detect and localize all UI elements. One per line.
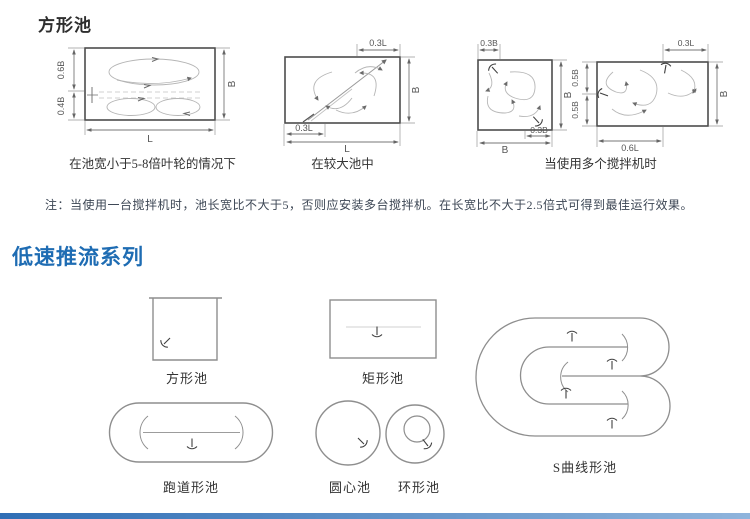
s-curve-pool-caption: S曲线形池	[552, 460, 618, 475]
extension-lines	[283, 44, 415, 146]
ring-pool-shape	[385, 404, 445, 464]
dim-label-03L: 0.3L	[678, 38, 695, 48]
mixer-symbol	[566, 330, 578, 343]
flow-arrows	[137, 57, 191, 116]
diagram3-square-pool: 0.3B B B 0.3B	[476, 38, 574, 156]
section1-title: 方形池	[38, 16, 92, 35]
mixer-symbol	[606, 358, 618, 371]
page-footer-bar	[0, 513, 750, 519]
low-speed-pools	[108, 297, 671, 466]
dimension-lines	[585, 48, 719, 143]
diagram3-rect-pool: 0.3L 0.5B 0.5B B 0.6L	[570, 38, 730, 153]
mixer-symbol	[596, 87, 611, 102]
mixer-symbol	[606, 417, 618, 430]
pool-outline	[596, 61, 709, 127]
section2-title: 低速推流系列	[12, 245, 144, 269]
dimension-lines	[286, 48, 411, 144]
dim-label-B: B	[719, 90, 730, 97]
mixer-symbol	[158, 333, 175, 350]
dim-label-L: L	[344, 144, 350, 155]
dimension-lines	[72, 49, 226, 132]
racetrack-pool-shape	[108, 402, 274, 463]
dim-label-06B: 0.6B	[56, 61, 66, 80]
dim-label-03L-top: 0.3L	[369, 38, 387, 48]
diagram2-caption: 在较大池中	[311, 157, 374, 171]
square-pool-shape	[149, 297, 222, 361]
diagonal-jet	[302, 59, 387, 123]
dim-label-03B-bottom: 0.3B	[530, 125, 548, 135]
dim-label-L: L	[147, 134, 153, 145]
dim-label-06L: 0.6L	[621, 143, 639, 153]
circle-pool-caption: 圆心池	[328, 480, 371, 495]
flow-curves	[313, 66, 383, 114]
dim-label-03B-top: 0.3B	[480, 38, 498, 48]
ring-pool-caption: 环形池	[397, 480, 440, 495]
swirl-curves	[485, 71, 541, 117]
usage-note: 注：当使用一台搅拌机时，池长宽比不大于5，否则应安装多台搅拌机。在长宽比不大于2…	[45, 198, 694, 212]
extension-lines	[68, 47, 230, 135]
mixer-symbol	[353, 433, 370, 450]
dim-label-05B-bottom: 0.5B	[570, 101, 580, 119]
dim-label-B-bottom: B	[502, 145, 509, 156]
extension-lines	[476, 44, 567, 147]
square-pool-caption: 方形池	[165, 371, 208, 386]
diagram3-caption: 当使用多个搅拌机时	[544, 157, 657, 171]
swirl-curves	[605, 69, 697, 116]
rect-pool-shape	[329, 299, 437, 359]
pool-outline	[84, 47, 216, 121]
mixer-symbol	[371, 325, 383, 338]
dim-label-05B-top: 0.5B	[570, 69, 580, 87]
rect-pool-caption: 矩形池	[361, 371, 404, 386]
mixer-symbol	[186, 437, 198, 450]
dimension-lines	[479, 48, 563, 145]
dim-label-03L-bottom: 0.3L	[295, 123, 313, 133]
dim-label-B-right: B	[563, 91, 574, 98]
dim-label-B: B	[227, 80, 238, 87]
extension-lines	[582, 44, 723, 147]
dim-label-B: B	[411, 86, 422, 93]
diagram1-narrow-pool: 0.6B 0.4B B L	[56, 47, 238, 145]
racetrack-pool-caption: 跑道形池	[162, 480, 219, 495]
diagram2-large-pool: 0.3L 0.3L L B	[283, 38, 422, 155]
mixer-symbol	[87, 87, 98, 103]
pool-outline	[477, 59, 553, 131]
mixer-symbol	[659, 61, 672, 75]
diagram1-caption: 在池宽小于5-8倍叶轮的情况下	[69, 157, 236, 171]
s-curve-pool-shape	[475, 317, 671, 437]
circle-pool-shape	[315, 400, 381, 466]
mixer-symbol	[302, 113, 315, 123]
pool-outline	[284, 56, 401, 124]
flow-loops	[106, 58, 201, 116]
jet-centerlines	[99, 91, 203, 99]
dim-label-04B: 0.4B	[56, 97, 66, 116]
